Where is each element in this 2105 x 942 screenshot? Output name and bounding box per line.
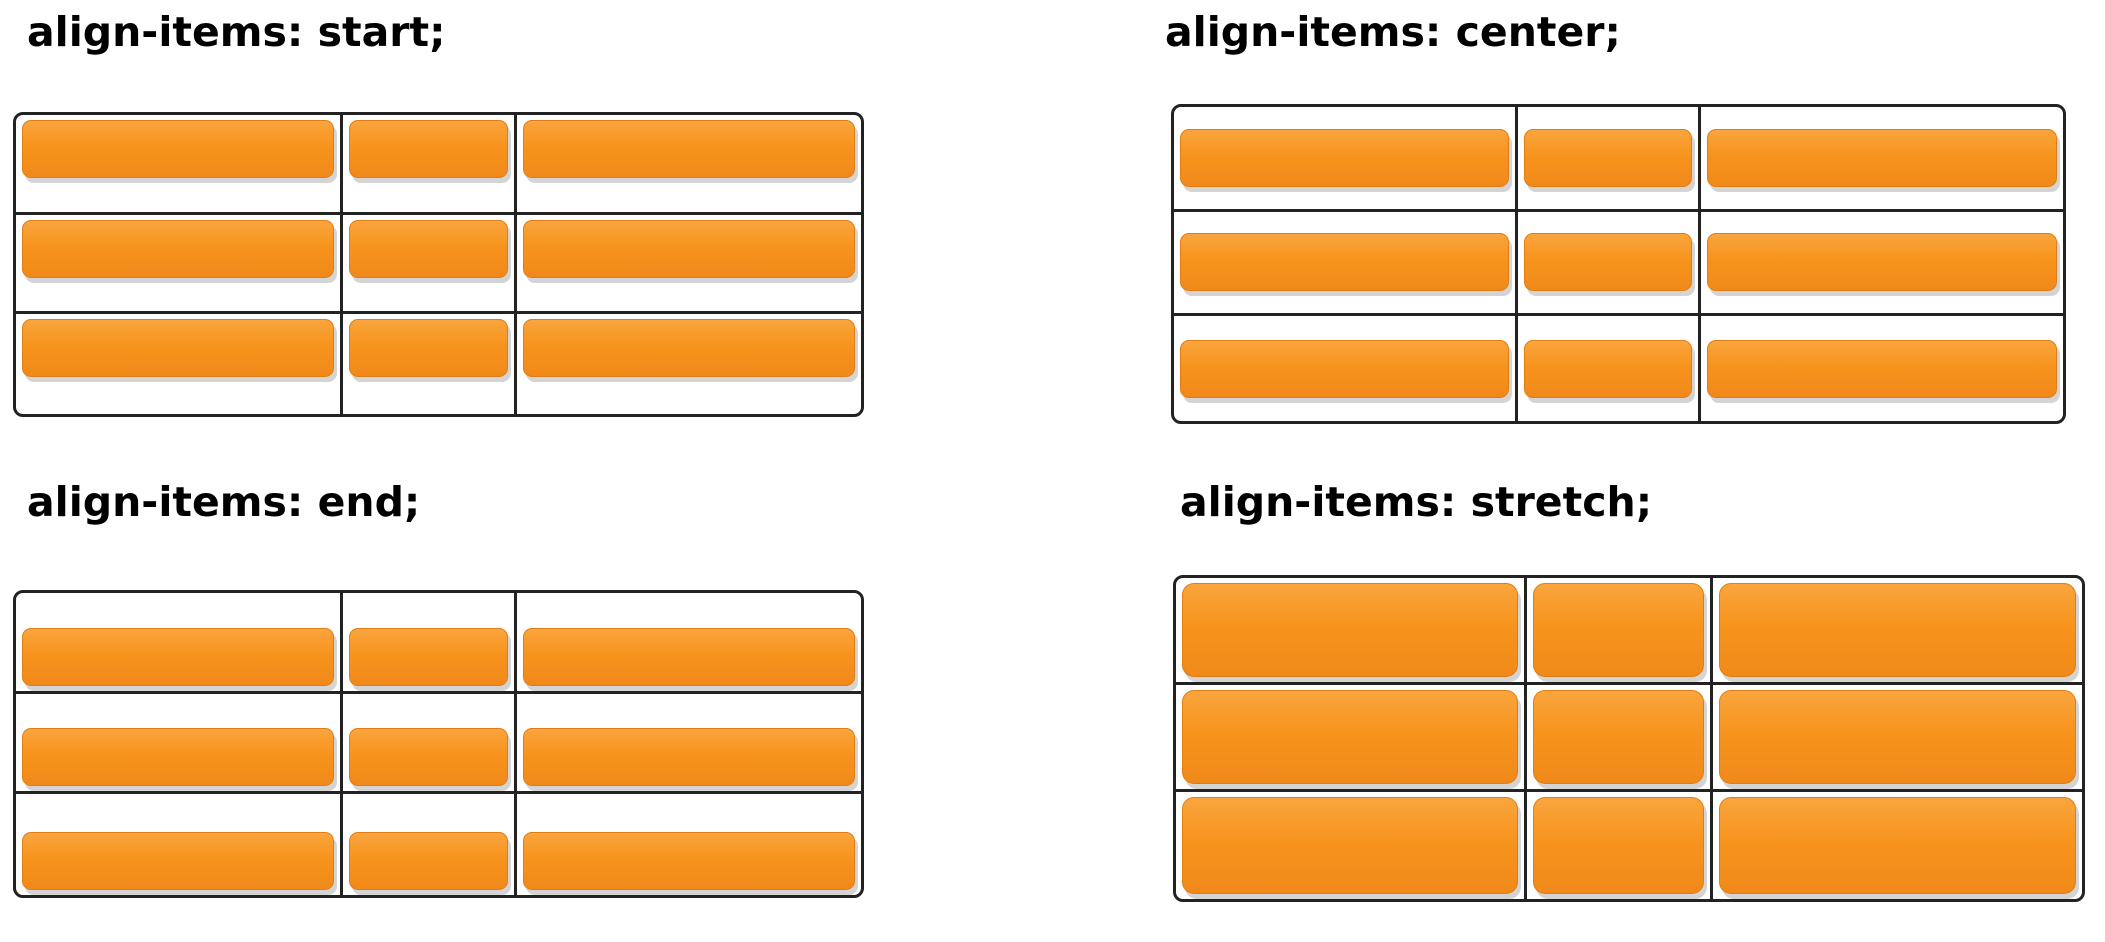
grid-item-end-r2-c3	[523, 728, 855, 787]
grid-item-start-r3-c1	[22, 319, 334, 378]
grid-item-center-r1-c2	[1524, 128, 1693, 187]
grid-container-center	[1171, 104, 2066, 424]
grid-item-center-r1-c1	[1180, 128, 1510, 187]
grid-cell-end-r2-c2	[343, 693, 518, 795]
grid-item-stretch-r1-c2	[1532, 583, 1705, 677]
grid-cell-start-r2-c3	[517, 215, 861, 315]
grid-cell-start-r1-c3	[517, 115, 861, 215]
grid-item-stretch-r2-c3	[1719, 690, 2076, 784]
grid-item-stretch-r2-c1	[1182, 690, 1518, 784]
grid-item-stretch-r2-c2	[1532, 690, 1705, 784]
grid-cell-start-r3-c2	[343, 314, 518, 414]
grid-item-start-r2-c3	[523, 219, 855, 278]
grid-item-end-r3-c2	[349, 831, 509, 890]
grid-cell-end-r1-c2	[343, 593, 518, 694]
grid-item-end-r3-c1	[22, 831, 334, 890]
grid-cell-end-r3-c3	[517, 794, 861, 895]
grid-cell-end-r2-c1	[16, 693, 343, 795]
grid-item-end-r1-c3	[523, 627, 855, 686]
grid-cell-stretch-r1-c3	[1713, 578, 2082, 685]
grid-item-start-r3-c3	[523, 319, 855, 378]
grid-cell-stretch-r1-c1	[1176, 578, 1527, 685]
grid-cell-stretch-r2-c2	[1526, 685, 1714, 792]
grid-item-start-r1-c2	[349, 120, 509, 178]
grid-cell-center-r3-c3	[1701, 316, 2063, 421]
grid-cell-stretch-r3-c2	[1527, 792, 1714, 899]
grid-cell-center-r3-c2	[1518, 316, 1702, 421]
grid-item-stretch-r3-c3	[1719, 797, 2076, 894]
grid-cell-start-r3-c3	[517, 314, 861, 414]
grid-item-start-r2-c1	[22, 219, 334, 278]
grid-cell-center-r3-c1	[1174, 316, 1519, 421]
grid-cell-stretch-r2-c1	[1176, 685, 1527, 792]
grid-cell-center-r1-c1	[1174, 107, 1519, 212]
grid-item-stretch-r3-c1	[1182, 797, 1518, 894]
grid-item-end-r2-c1	[22, 728, 334, 787]
grid-item-center-r2-c3	[1707, 233, 2057, 292]
grid-item-center-r2-c2	[1524, 233, 1693, 292]
grid-cell-start-r2-c1	[16, 214, 343, 315]
grid-cell-end-r1-c3	[517, 593, 861, 694]
grid-item-start-r1-c3	[523, 120, 855, 178]
grid-cell-start-r1-c2	[343, 115, 518, 215]
grid-cell-end-r1-c1	[16, 593, 343, 694]
grid-cell-center-r2-c1	[1174, 211, 1519, 317]
grid-cell-start-r1-c1	[16, 115, 343, 215]
grid-item-center-r2-c1	[1180, 233, 1510, 292]
grid-item-end-r1-c1	[22, 627, 334, 686]
grid-item-end-r3-c3	[523, 831, 855, 890]
grid-item-center-r3-c2	[1524, 339, 1693, 398]
panel-title-stretch: align-items: stretch;	[1180, 478, 1653, 526]
grid-container-stretch	[1173, 575, 2085, 902]
grid-item-center-r1-c3	[1707, 128, 2057, 187]
grid-item-stretch-r1-c1	[1182, 583, 1518, 677]
panel-title-center: align-items: center;	[1165, 8, 1621, 56]
grid-cell-stretch-r3-c3	[1713, 792, 2082, 899]
grid-item-center-r3-c1	[1180, 339, 1510, 398]
grid-cell-center-r2-c2	[1518, 211, 1702, 317]
panel-title-end: align-items: end;	[27, 478, 421, 526]
grid-cell-end-r2-c3	[517, 694, 861, 795]
grid-cell-stretch-r3-c1	[1176, 792, 1527, 899]
grid-cell-center-r1-c3	[1701, 107, 2063, 212]
grid-container-end	[13, 590, 864, 898]
grid-item-center-r3-c3	[1707, 339, 2057, 398]
grid-container-start	[13, 112, 864, 417]
grid-cell-stretch-r2-c3	[1713, 685, 2082, 792]
grid-cell-start-r2-c2	[343, 214, 518, 315]
grid-cell-stretch-r1-c2	[1526, 578, 1714, 685]
grid-cell-start-r3-c1	[16, 314, 343, 414]
grid-item-stretch-r1-c3	[1719, 583, 2076, 677]
grid-item-start-r1-c1	[22, 120, 334, 178]
grid-cell-end-r3-c1	[16, 794, 343, 895]
grid-item-end-r1-c2	[349, 627, 509, 686]
grid-item-stretch-r3-c2	[1532, 797, 1705, 894]
grid-cell-end-r3-c2	[343, 794, 518, 895]
grid-cell-center-r2-c3	[1701, 212, 2063, 317]
grid-item-start-r3-c2	[349, 319, 509, 378]
grid-item-end-r2-c2	[349, 728, 509, 787]
panel-title-start: align-items: start;	[27, 8, 446, 56]
grid-item-start-r2-c2	[349, 219, 509, 278]
grid-cell-center-r1-c2	[1518, 107, 1702, 212]
